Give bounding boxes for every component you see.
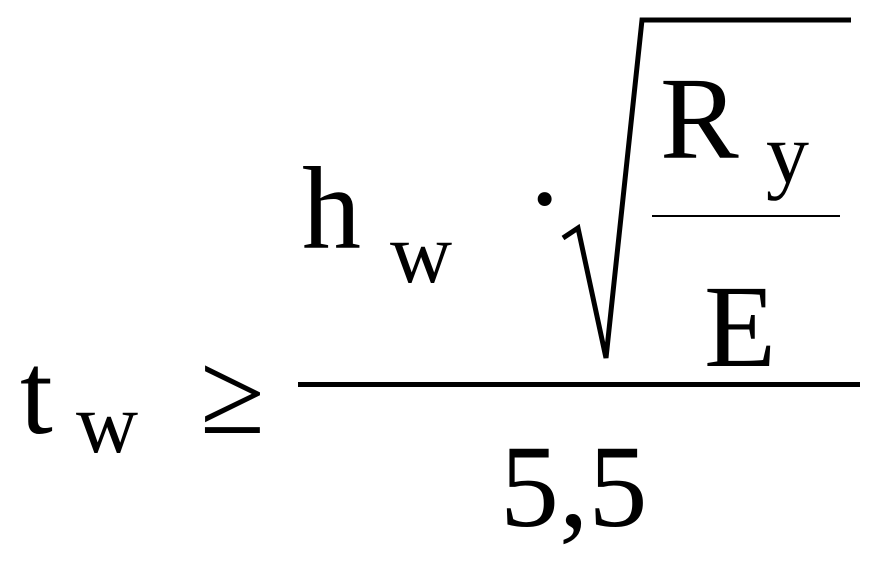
main-fraction-bar (298, 382, 860, 387)
denominator-value: 5,5 (500, 421, 648, 552)
greater-equal-sign: ≥ (200, 328, 265, 459)
radicand-variable-e: E (704, 261, 777, 392)
numerator-subscript-w: w (390, 205, 453, 301)
radicand-fraction-bar (652, 215, 840, 217)
numerator-variable-h: h (302, 143, 361, 274)
lhs-variable-t: t (20, 328, 53, 459)
lhs-subscript-w: w (76, 375, 139, 471)
radicand-subscript-y: y (766, 105, 809, 201)
radicand-variable-r: R (660, 53, 739, 184)
multiplication-dot: · (525, 133, 565, 264)
